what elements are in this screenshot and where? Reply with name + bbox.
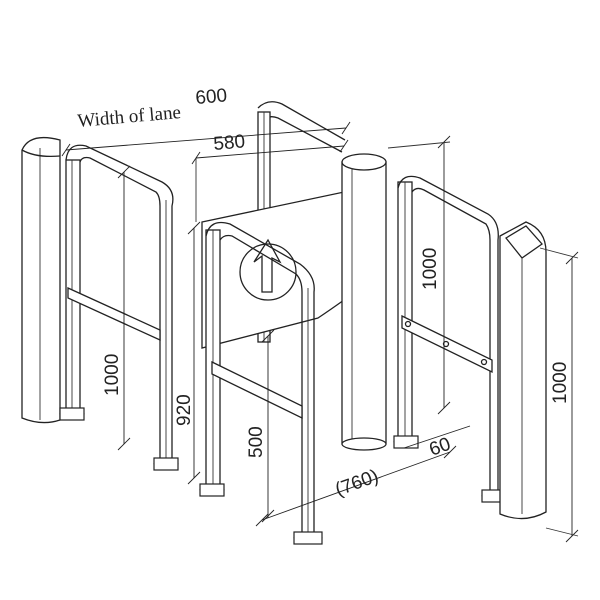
- gate-height-label: 920: [174, 394, 195, 426]
- width-value-label: 600: [195, 85, 228, 109]
- left-pole-height-label: 1000: [102, 354, 123, 396]
- bar-height-label: 500: [246, 426, 267, 458]
- center-pole-height-label: 1000: [420, 248, 441, 290]
- lane-length-label: (760): [333, 466, 382, 501]
- right-pole-height-label: 1000: [550, 362, 571, 404]
- card-reader-icon: [505, 225, 543, 259]
- right-cabinet: [499, 221, 547, 520]
- dimension-lines: [61, 121, 579, 543]
- gate-panel: [201, 191, 345, 349]
- offset-label: 60: [427, 434, 454, 461]
- width-of-lane-label: Width of lane: [77, 102, 182, 132]
- front-frame: [199, 221, 323, 545]
- left-cabinet: [21, 136, 61, 424]
- left-frame: [59, 144, 179, 471]
- inner-width-label: 580: [213, 131, 246, 155]
- center-pole: [341, 153, 387, 451]
